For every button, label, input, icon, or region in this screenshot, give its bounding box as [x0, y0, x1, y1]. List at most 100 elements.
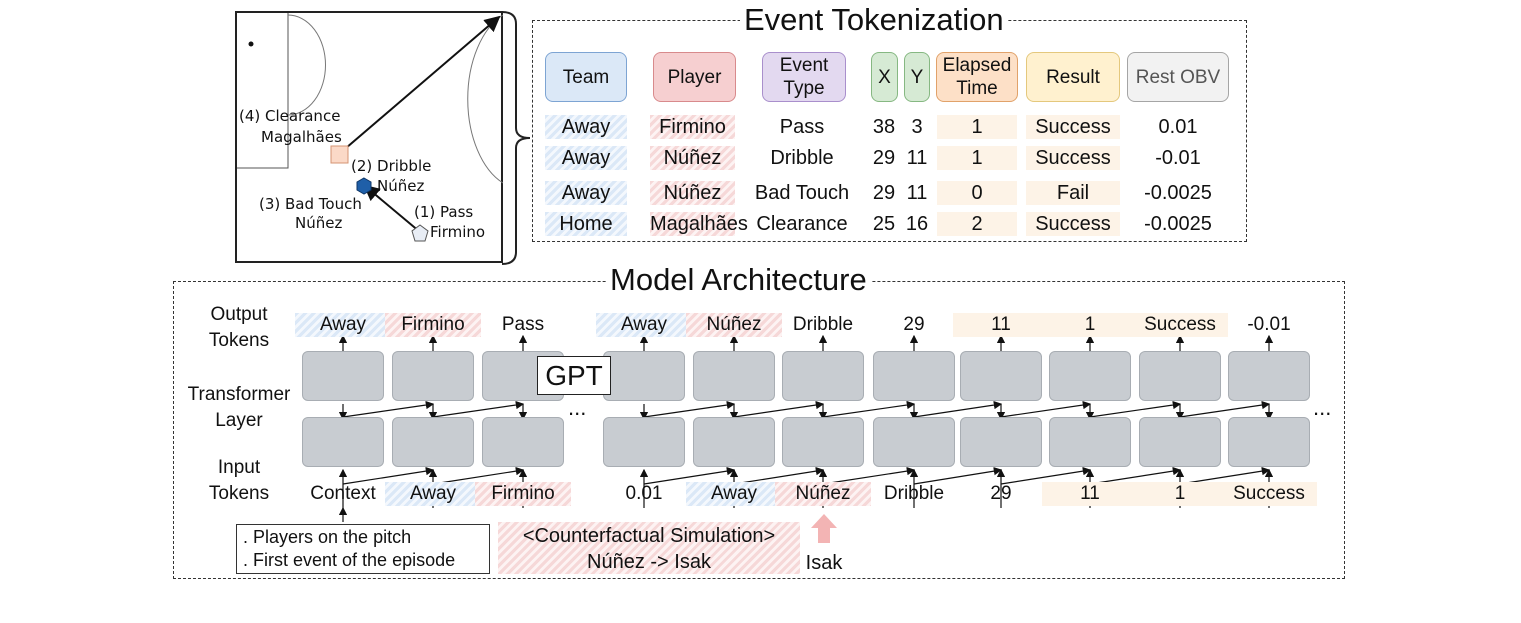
header-y: Y [904, 52, 930, 102]
cell-r0-result: Success [1026, 115, 1120, 139]
transformer-layer-label: Transformer Layer [187, 384, 291, 431]
arrow-lower-cross-1 [432, 400, 525, 418]
transformer-block-lower-6 [873, 417, 955, 467]
gpt-label: GPT [537, 356, 611, 395]
arrow-lower-cross-5 [822, 400, 916, 418]
arrow-input-cross-9 [1179, 466, 1271, 485]
output-token-0: Away [295, 313, 391, 337]
output-token-4: Núñez [686, 313, 782, 337]
transformer-block-upper-6 [873, 351, 955, 401]
cell-r2-rest-obv: -0.0025 [1144, 182, 1212, 204]
transformer-block-upper-3 [603, 351, 685, 401]
header-team: Team [545, 52, 627, 102]
transformer-block-lower-7 [960, 417, 1042, 467]
arrow-input-cross-0 [342, 466, 435, 485]
cell-r3-x: 25 [872, 213, 896, 235]
cell-r2-player: Núñez [650, 181, 735, 205]
transformer-block-lower-5 [782, 417, 864, 467]
input-token-9: 1 [1132, 482, 1228, 506]
pitch-label-firmino: Firmino [430, 223, 486, 241]
pitch-label-bad-touch: (3) Bad Touch [259, 195, 362, 213]
cell-r0-elapsed-time: 1 [937, 115, 1017, 139]
counterfactual-line-1: <Counterfactual Simulation> [522, 525, 776, 547]
transformer-block-upper-1 [392, 351, 474, 401]
transformer-block-lower-10 [1228, 417, 1310, 467]
output-token-6: 29 [903, 314, 925, 335]
context-item-first-event: . First event of the episode [243, 550, 456, 570]
bracket-connector [501, 11, 531, 265]
cell-r1-team: Away [545, 146, 627, 170]
pitch-label-clearance: (4) Clearance [239, 107, 341, 125]
transformer-block-lower-8 [1049, 417, 1131, 467]
cell-r1-result: Success [1026, 146, 1120, 170]
transformer-block-lower-4 [693, 417, 775, 467]
transformer-block-lower-2 [482, 417, 564, 467]
output-tokens-label: Output Tokens [208, 304, 270, 351]
context-item-players: . Players on the pitch [243, 527, 412, 547]
cell-r3-y: 16 [905, 213, 929, 235]
model-architecture-title: Model Architecture [606, 263, 871, 297]
arrow-input-cross-7 [1000, 466, 1092, 485]
ellipsis-middle: ... [568, 395, 587, 420]
arrow-input-cross-3 [643, 466, 736, 485]
pitch-diagram: (4) Clearance Magalhães (2) Dribble Núñe… [235, 11, 504, 263]
cell-r1-event-type: Dribble [770, 147, 834, 169]
arrow-lower-cross-9 [1179, 400, 1271, 418]
transformer-block-lower-0 [302, 417, 384, 467]
input-token-0: Context [310, 483, 376, 504]
cell-r2-event-type: Bad Touch [754, 182, 850, 204]
output-token-5: Dribble [792, 314, 854, 335]
header-event-type: Event Type [762, 52, 846, 102]
pitch-label-pass: (1) Pass [414, 203, 474, 221]
input-token-1: Away [385, 482, 481, 506]
cell-r3-player: Magalhães [650, 212, 748, 236]
context-box: . Players on the pitch . First event of … [236, 524, 490, 574]
transformer-block-upper-8 [1049, 351, 1131, 401]
arrow-input-cross-4 [733, 466, 825, 485]
replacement-arrow-icon [811, 514, 837, 543]
transformer-block-upper-10 [1228, 351, 1310, 401]
output-token-9: Success [1132, 313, 1228, 337]
output-token-1: Firmino [385, 313, 481, 337]
input-token-10: Success [1221, 482, 1317, 506]
cell-r3-elapsed-time: 2 [937, 212, 1017, 236]
output-token-3: Away [596, 313, 692, 337]
pitch-drawing [237, 13, 504, 242]
cell-r0-y: 3 [911, 116, 923, 138]
transformer-block-lower-9 [1139, 417, 1221, 467]
output-token-10: -0.01 [1247, 314, 1291, 335]
cell-r2-team: Away [545, 181, 627, 205]
cell-r1-rest-obv: -0.01 [1155, 147, 1201, 169]
cell-r2-elapsed-time: 0 [937, 181, 1017, 205]
arrow-input-cross-6 [913, 466, 1003, 485]
arrow-input-cross-1 [432, 466, 525, 485]
arrow-input-cross-5 [822, 466, 916, 485]
pitch-label-nunez-2: Núñez [295, 214, 343, 232]
cell-r3-rest-obv: -0.0025 [1144, 213, 1212, 235]
cell-r0-event-type: Pass [779, 116, 825, 138]
cell-r2-result: Fail [1026, 181, 1120, 205]
cell-r1-elapsed-time: 1 [937, 146, 1017, 170]
transformer-block-lower-3 [603, 417, 685, 467]
cell-r2-x: 29 [872, 182, 896, 204]
transformer-block-upper-0 [302, 351, 384, 401]
input-tokens-label: Input Tokens [208, 457, 270, 504]
output-token-7: 11 [953, 313, 1049, 337]
cell-r0-rest-obv: 0.01 [1158, 116, 1198, 138]
pitch-label-magalhaes: Magalhães [261, 128, 342, 146]
arrow-lower-cross-4 [733, 400, 825, 418]
event-tokenization-title: Event Tokenization [740, 3, 1008, 37]
input-token-5: Núñez [775, 482, 871, 506]
output-token-8: 1 [1042, 313, 1138, 337]
pitch-label-nunez-1: Núñez [377, 177, 425, 195]
cell-r3-team: Home [545, 212, 627, 236]
cell-r2-y: 11 [906, 182, 928, 204]
header-elapsed-time: Elapsed Time [936, 52, 1018, 102]
cell-r0-team: Away [545, 115, 627, 139]
transformer-block-upper-7 [960, 351, 1042, 401]
cell-r1-y: 11 [906, 147, 928, 169]
input-token-3: 0.01 [625, 483, 663, 504]
cell-r0-player: Firmino [650, 115, 735, 139]
transformer-block-upper-5 [782, 351, 864, 401]
transformer-block-lower-1 [392, 417, 474, 467]
